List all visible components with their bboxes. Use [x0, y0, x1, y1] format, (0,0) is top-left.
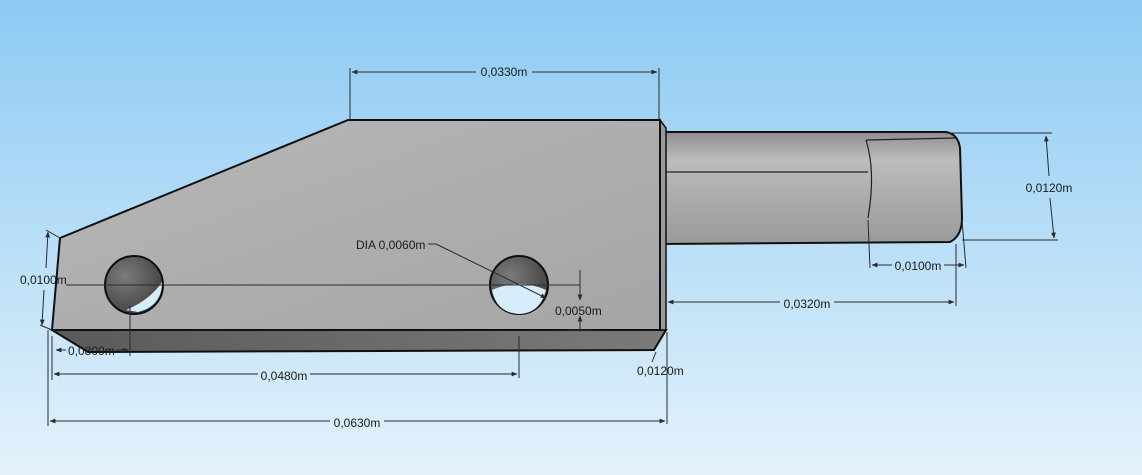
dim-hole-offset-vertical-label: 0,0050m	[555, 304, 602, 318]
dim-hole-spacing: 0,0480m	[51, 336, 520, 383]
dim-left-height: 0,0100m	[20, 229, 67, 331]
dim-pin-length: 0,0320m	[667, 244, 957, 311]
dim-plate-thickness-label: 0,0120m	[637, 364, 684, 378]
dim-top-width-label: 0,0330m	[481, 65, 528, 79]
dim-hole-offset-left: 0,0800m	[55, 306, 131, 358]
plate-bottom-face	[48, 329, 668, 354]
dimension-annotations: 0,0330m 0,0120m 0,0100m 0,0320m	[20, 65, 1072, 430]
dim-hole-diameter-label: DIA 0,0060m	[356, 238, 425, 252]
dim-pin-diameter: 0,0120m	[946, 132, 1073, 241]
dim-hole-offset-vertical: 0,0050m	[555, 270, 602, 332]
dim-pin-end-length: 0,0100m	[867, 219, 967, 273]
dim-left-height-label: 0,0100m	[20, 273, 67, 287]
dim-hole-offset-left-label: 0,0800m	[68, 344, 115, 358]
dim-pin-diameter-label: 0,0120m	[1026, 181, 1073, 195]
dim-hole-spacing-label: 0,0480m	[261, 369, 308, 383]
mechanical-part	[48, 117, 964, 354]
dim-overall-length-label: 0,0630m	[334, 416, 381, 430]
dim-pin-length-label: 0,0320m	[784, 297, 831, 311]
pin-cylinder	[659, 131, 964, 246]
dim-hole-diameter: DIA 0,0060m	[356, 238, 547, 299]
dim-overall-length: 0,0630m	[47, 330, 666, 430]
dim-plate-thickness: 0,0120m	[637, 332, 684, 424]
dim-top-width: 0,0330m	[349, 65, 660, 120]
dim-pin-end-length-label: 0,0100m	[895, 259, 942, 273]
